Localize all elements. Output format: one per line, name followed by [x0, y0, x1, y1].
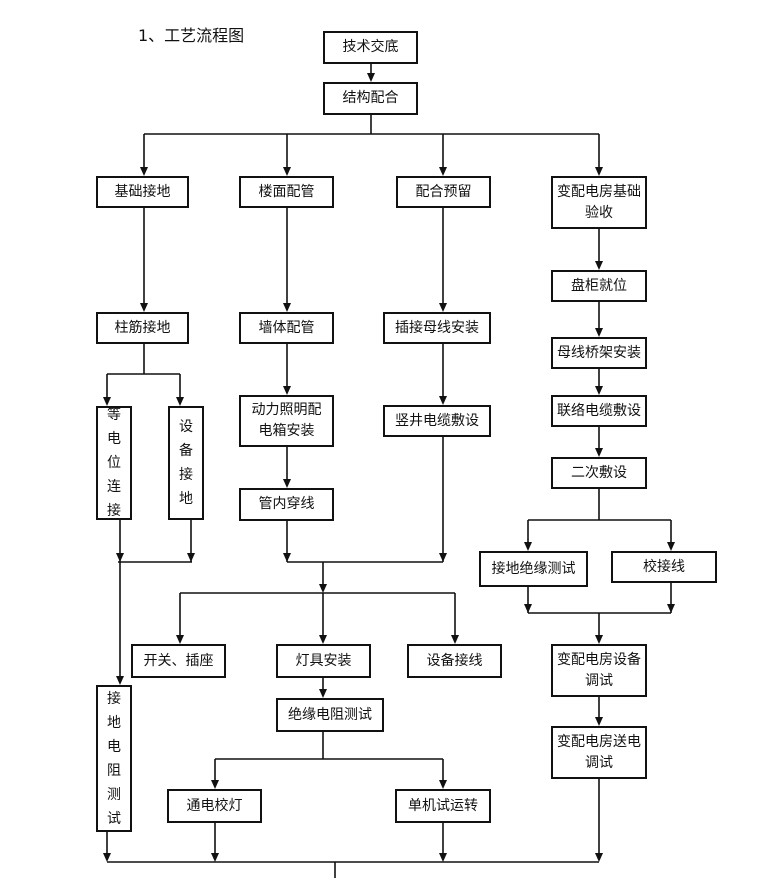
- node-substation-power-test: 变配电房送电调试: [551, 726, 647, 779]
- node-secondary-cable: 二次敷设: [551, 457, 647, 489]
- arrow-head: [439, 303, 447, 312]
- node-liaison-cable: 联络电缆敷设: [551, 395, 647, 427]
- node-foundation-ground: 基础接地: [96, 176, 189, 208]
- node-column-rebar-ground: 柱筋接地: [96, 312, 189, 344]
- arrow-head: [103, 853, 111, 862]
- node-busway-install: 插接母线安装: [383, 312, 491, 344]
- arrow-head: [595, 635, 603, 644]
- arrow-head: [116, 553, 124, 562]
- node-insulation-resistance-test: 绝缘电阻测试: [276, 698, 384, 732]
- arrow-head: [116, 676, 124, 685]
- arrow-head: [524, 604, 532, 613]
- arrow-head: [176, 397, 184, 406]
- node-wiring-check: 校接线: [611, 551, 717, 583]
- arrow-head: [595, 328, 603, 337]
- node-substation-commission: 变配电房设备调试: [551, 644, 647, 697]
- node-switch-socket: 开关、插座: [131, 644, 226, 678]
- section-heading: 1、工艺流程图: [138, 26, 245, 45]
- node-lamp-install: 灯具安装: [276, 644, 371, 678]
- arrow-head: [283, 303, 291, 312]
- arrow-head: [283, 479, 291, 488]
- node-wall-conduit: 墙体配管: [239, 312, 334, 344]
- arrow-head: [103, 397, 111, 406]
- arrow-head: [595, 261, 603, 270]
- node-cabinet-position: 盘柜就位: [551, 270, 647, 302]
- node-ground-resistance-test: 接地电阻测试: [96, 685, 132, 832]
- arrow-head: [319, 689, 327, 698]
- node-equipotential: 等电位连接: [96, 406, 132, 520]
- node-reserve: 配合预留: [396, 176, 491, 208]
- arrow-head: [451, 635, 459, 644]
- arrow-head: [319, 584, 327, 593]
- node-wiring-in-conduit: 管内穿线: [239, 488, 334, 521]
- arrow-head: [367, 73, 375, 82]
- node-shaft-cable: 竖井电缆敷设: [383, 405, 491, 437]
- arrow-head: [595, 386, 603, 395]
- node-structure: 结构配合: [323, 82, 418, 115]
- arrow-head: [283, 386, 291, 395]
- node-tech-briefing: 技术交底: [323, 31, 418, 64]
- arrow-head: [283, 553, 291, 562]
- arrow-head: [140, 303, 148, 312]
- arrow-head: [439, 853, 447, 862]
- arrow-head: [211, 780, 219, 789]
- arrow-head: [187, 553, 195, 562]
- arrow-head: [667, 604, 675, 613]
- node-single-test-run: 单机试运转: [395, 789, 491, 823]
- arrow-head: [439, 780, 447, 789]
- arrow-head: [524, 542, 532, 551]
- node-lamp-calibration: 通电校灯: [167, 789, 262, 823]
- arrow-head: [595, 717, 603, 726]
- arrow-head: [176, 635, 184, 644]
- node-equipment-ground: 设备接地: [168, 406, 204, 520]
- node-floor-conduit: 楼面配管: [239, 176, 334, 208]
- node-equipment-wiring: 设备接线: [407, 644, 502, 678]
- arrow-head: [140, 167, 148, 176]
- arrow-head: [319, 635, 327, 644]
- arrow-head: [439, 396, 447, 405]
- arrow-head: [211, 853, 219, 862]
- arrow-head: [595, 448, 603, 457]
- node-busbar-bridge: 母线桥架安装: [551, 337, 647, 369]
- arrow-head: [283, 167, 291, 176]
- arrow-head: [439, 553, 447, 562]
- arrow-head: [595, 853, 603, 862]
- node-ground-insulation-test: 接地绝缘测试: [479, 551, 588, 587]
- node-substation-acceptance: 变配电房基础验收: [551, 176, 647, 229]
- arrow-head: [595, 167, 603, 176]
- node-power-box: 动力照明配电箱安装: [239, 395, 334, 447]
- arrow-head: [667, 542, 675, 551]
- arrow-head: [439, 167, 447, 176]
